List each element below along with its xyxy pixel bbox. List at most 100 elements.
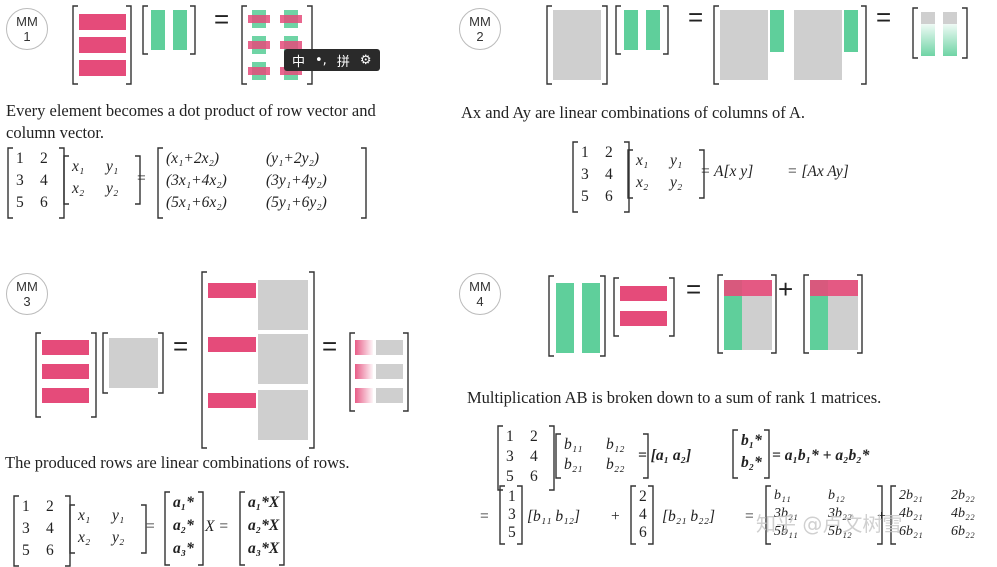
ime-chinese-button[interactable]: 中 <box>292 54 306 70</box>
mm4-eq-a-cell: 4 <box>530 448 538 465</box>
mm3-eq-a-bracket-left <box>13 495 19 567</box>
mm4-eq-bstar-cell: b₂* <box>741 454 762 471</box>
mm4-eq-a-cell: 1 <box>506 428 514 445</box>
mm3-eq-rowsx-bracket-right <box>279 491 285 566</box>
mm4-r2-bracket-left <box>803 274 809 354</box>
mm4-eq2-res1-bracket-left <box>765 485 771 545</box>
mm4-eq-rhs2: = a₁b₁* + a₂b₂* <box>772 447 870 464</box>
mm2-x-col-1 <box>624 10 638 50</box>
mm4-eq2-col2-bracket-left <box>630 485 636 545</box>
mm4-eq2-col2-cell: 4 <box>639 506 647 523</box>
mm3-r-bracket-right <box>309 271 315 449</box>
mm3-r-bracket-left <box>201 271 207 449</box>
mm3-eq-rowsx-cell: a₃*X <box>248 540 280 557</box>
mm4-eq2-res2-cell: 2b₂₂ <box>951 488 975 503</box>
mm1-b-bracket-left <box>142 5 148 55</box>
watermark: 知乎 @卢文树雪 <box>756 512 903 536</box>
mm2-x-bracket-left <box>615 5 621 55</box>
mm2-eq-b-cell: x₁ <box>636 152 649 169</box>
mm4-r1-bracket-right <box>771 274 777 354</box>
mm3-eq-rows-cell: a₂* <box>173 517 194 534</box>
mm1-c-pink-4 <box>280 41 302 49</box>
mm1-eq-b-cell: y₂ <box>106 180 119 197</box>
mm4-a-col-2 <box>582 283 600 353</box>
mm1-c-bracket-left <box>241 5 247 85</box>
mm4-eq2-equals: = <box>480 508 489 525</box>
mm1-eq-result-cell: (3x₁+4x₂) <box>166 172 227 189</box>
gear-icon[interactable]: ⚙ <box>359 52 372 68</box>
mm1-c-pink-3 <box>248 41 270 49</box>
mm4-equals: = <box>686 274 701 304</box>
mm1-eq-a-bracket-right <box>59 147 65 219</box>
mm1-eq-result-cell: (5x₁+6x₂) <box>166 194 227 211</box>
mm4-eq2-res2-cell: 6b₂₂ <box>951 524 975 539</box>
mm1-eq-a-cell: 6 <box>40 194 48 211</box>
mm4-eq2-col2-bracket-right <box>648 485 654 545</box>
mm1-eq-b-cell: y₁ <box>106 158 119 175</box>
mm3-eq-a-cell: 1 <box>22 498 30 515</box>
mm2-equals-2: = <box>876 2 891 32</box>
mm4-eq-bstar-bracket-right <box>764 429 770 479</box>
mm4-eq2-res2-cell: 4b₂₁ <box>899 506 923 521</box>
mm4-eq-a-cell: 2 <box>530 428 538 445</box>
mm4-eq-b-cell: b₁₁ <box>564 436 583 453</box>
mm4-eq2-res1-cell: b₁₁ <box>774 488 791 503</box>
mm1-eq-a-cell: 4 <box>40 172 48 189</box>
mm1-a-row-3 <box>79 60 126 76</box>
mm3-eq-rows-bracket-right <box>198 491 204 566</box>
mm1-eq-result-bracket-right <box>361 147 367 219</box>
mm4-eq-a-bracket-right <box>549 425 555 491</box>
mm2-r-block-1 <box>720 10 768 80</box>
mm2-eq-rhs2: = [Ax Ay] <box>787 163 849 180</box>
mm4-eq2-row2: [b₂₁ b₂₂] <box>662 508 715 525</box>
mm4-eq-rhs1: = [a₁ a₂] <box>638 447 692 464</box>
mm4-eq-a-cell: 6 <box>530 468 538 485</box>
mm3-eq-rowsx-bracket-left <box>239 491 245 566</box>
mm4-eq-a-cell: 3 <box>506 448 514 465</box>
mm3-r-row-1 <box>208 283 256 298</box>
mm4-eq2-res1-cell: 3b₂₁ <box>774 506 798 521</box>
mm2-eq-a-cell: 1 <box>581 144 589 161</box>
mm2-eq-b-bracket-left <box>627 149 633 199</box>
mm4-b-bracket-right <box>669 277 675 337</box>
mm4-eq2-res1-cell: 3b₂₂ <box>828 506 852 521</box>
mm4-eq2-res1-cell: 5b₁₁ <box>774 524 798 539</box>
mm3-r-row-2 <box>208 337 256 352</box>
mm4-eq-b-bracket-right <box>643 433 649 479</box>
mm3-eq-a-cell: 3 <box>22 520 30 537</box>
mm1-eq-result-bracket-left <box>157 147 163 219</box>
ime-punct-button[interactable]: •, <box>315 52 327 68</box>
ime-pinyin-button[interactable]: 拼 <box>336 54 350 70</box>
mm4-b-row-1 <box>620 286 667 301</box>
mm4-r2-row <box>810 280 858 296</box>
mm1-eq-a-cell: 3 <box>16 172 24 189</box>
mm3-s-pink-2 <box>355 364 373 379</box>
mm2-s-gray-1 <box>921 12 935 24</box>
mm1-eq-b-cell: x₁ <box>72 158 85 175</box>
mm4-plus: + <box>778 274 793 304</box>
mm1-eq-equals: = <box>137 170 146 187</box>
mm3-eq-a-cell: 6 <box>46 542 54 559</box>
mm2-a-bracket-right <box>602 5 608 85</box>
mm1-caption: Every element becomes a dot product of r… <box>6 101 376 142</box>
ime-toolbar[interactable]: 中 •, 拼 ⚙ <box>284 49 380 71</box>
mm3-s-bracket-right <box>403 332 409 412</box>
mm4-eq2-res1-cell: b₁₂ <box>828 488 845 503</box>
mm4-eq-a-cell: 5 <box>506 468 514 485</box>
mm4-eq-b-cell: b₂₁ <box>564 456 583 473</box>
mm2-r-col-2 <box>844 10 858 52</box>
mm3-r-block-2 <box>258 334 308 384</box>
mm1-c-pink-6 <box>280 67 302 75</box>
mm3-equals: = <box>173 331 188 361</box>
mm4-eq2-plus-2: + <box>877 508 886 525</box>
mm1-b-col-2 <box>173 10 187 50</box>
mm4-eq2-col2-cell: 6 <box>639 524 647 541</box>
mm1-eq-b-cell: x₂ <box>72 180 85 197</box>
mm1-a-row-2 <box>79 37 126 53</box>
mm2-r-col-1 <box>770 10 784 52</box>
mm2-s-bracket-left <box>912 7 918 59</box>
mm3-a-bracket-right <box>91 332 97 418</box>
mm4-eq-b-cell: b₁₂ <box>606 436 625 453</box>
